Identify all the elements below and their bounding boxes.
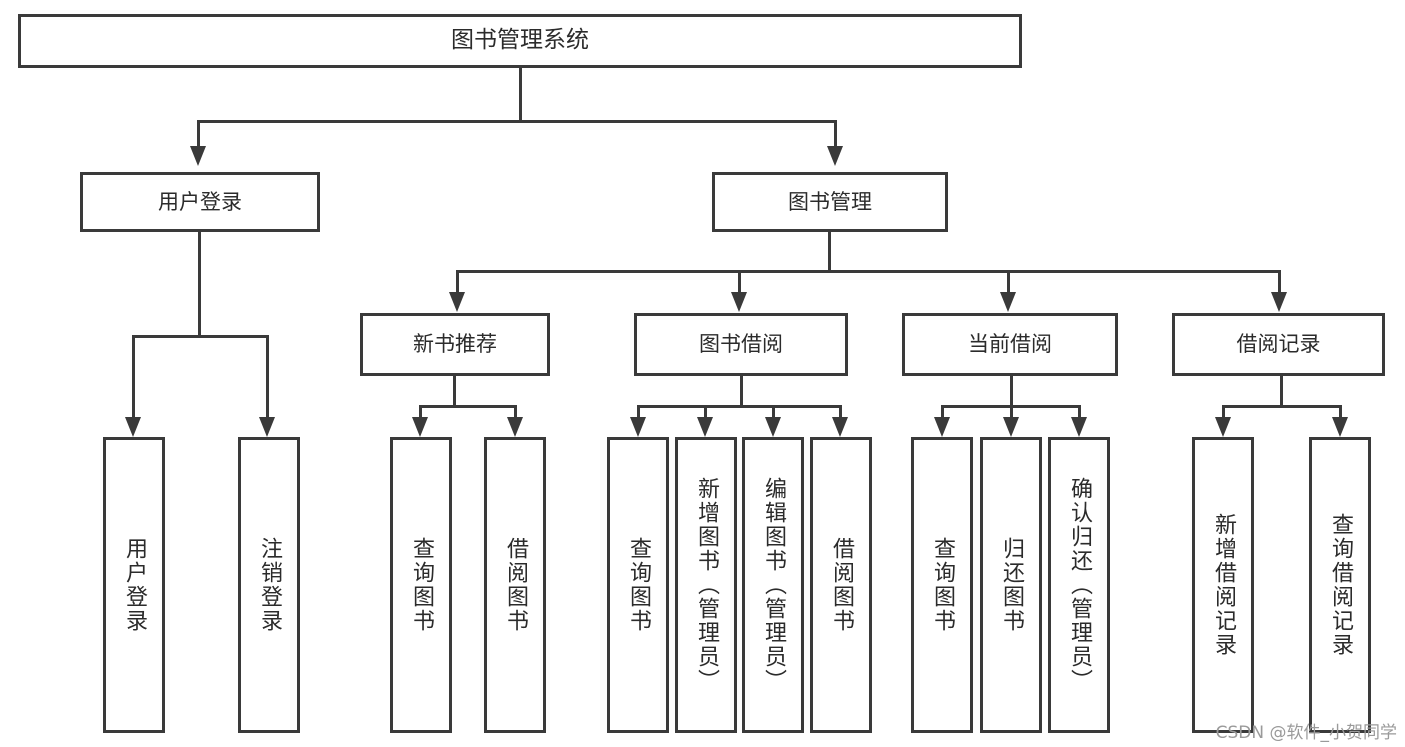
node-leaf-query-book-1-label: 查询图书 (408, 537, 434, 633)
connector-root-bar (197, 120, 837, 123)
connector-book-manage-drop-2 (738, 270, 741, 292)
connector-nbr-drop-2 (514, 405, 517, 417)
connector-cb-drop-2 (1010, 405, 1013, 417)
node-leaf-borrow-book-1-label: 借阅图书 (502, 537, 528, 633)
node-leaf-borrow-book-2-label: 借阅图书 (828, 537, 854, 633)
node-book-borrow-label: 图书借阅 (699, 332, 783, 357)
node-leaf-query-book-3-label: 查询图书 (929, 537, 955, 633)
arrow-icon-book-borrow (731, 292, 747, 312)
node-leaf-query-book-2[interactable]: 查询图书 (607, 437, 669, 733)
node-leaf-query-book-2-label: 查询图书 (625, 537, 651, 633)
connector-user-login-drop-2 (266, 335, 269, 417)
connector-bb-drop-4 (839, 405, 842, 417)
node-book-manage-label: 图书管理 (788, 189, 872, 214)
node-user-login-label: 用户登录 (158, 189, 242, 214)
connector-nbr-drop-1 (419, 405, 422, 417)
node-root[interactable]: 图书管理系统 (18, 14, 1022, 68)
arrow-icon-leaf-return-book (1003, 417, 1019, 437)
node-leaf-query-book-1[interactable]: 查询图书 (390, 437, 452, 733)
node-leaf-user-login[interactable]: 用户登录 (103, 437, 165, 733)
node-leaf-borrow-book-1[interactable]: 借阅图书 (484, 437, 546, 733)
arrow-icon-leaf-query-record (1332, 417, 1348, 437)
connector-book-borrow-bar (637, 405, 842, 408)
node-leaf-borrow-book-2[interactable]: 借阅图书 (810, 437, 872, 733)
connector-root-to-book-manage (834, 120, 837, 146)
connector-borrow-record-stem (1280, 376, 1283, 405)
arrow-icon-leaf-add-record (1215, 417, 1231, 437)
connector-cb-drop-3 (1078, 405, 1081, 417)
node-leaf-return-book[interactable]: 归还图书 (980, 437, 1042, 733)
node-leaf-user-logout[interactable]: 注销登录 (238, 437, 300, 733)
node-root-label: 图书管理系统 (451, 27, 589, 54)
connector-user-login-bar (132, 335, 269, 338)
node-leaf-query-record-label: 查询借阅记录 (1327, 513, 1353, 657)
node-leaf-query-record[interactable]: 查询借阅记录 (1309, 437, 1371, 733)
connector-cb-drop-1 (941, 405, 944, 417)
node-leaf-confirm-return[interactable]: 确认归还（管理员） (1048, 437, 1110, 733)
connector-current-borrow-stem (1010, 376, 1013, 405)
node-current-borrow-label: 当前借阅 (968, 332, 1052, 357)
node-new-book-recommend[interactable]: 新书推荐 (360, 313, 550, 376)
node-leaf-user-login-label: 用户登录 (121, 537, 147, 633)
node-leaf-edit-book-label: 编辑图书（管理员） (760, 477, 786, 693)
node-user-login[interactable]: 用户登录 (80, 172, 320, 232)
node-book-borrow[interactable]: 图书借阅 (634, 313, 848, 376)
connector-br-drop-1 (1222, 405, 1225, 417)
node-borrow-record-label: 借阅记录 (1236, 332, 1321, 357)
arrow-icon-leaf-add-book (697, 417, 713, 437)
connector-new-book-recommend-bar (419, 405, 517, 408)
arrow-icon-borrow-record (1271, 292, 1287, 312)
node-leaf-add-record-label: 新增借阅记录 (1210, 513, 1236, 657)
arrow-icon-current-borrow (1000, 292, 1016, 312)
connector-bb-drop-3 (772, 405, 775, 417)
arrow-icon-root-book-manage (827, 146, 843, 166)
node-borrow-record[interactable]: 借阅记录 (1172, 313, 1385, 376)
node-leaf-query-book-3[interactable]: 查询图书 (911, 437, 973, 733)
connector-book-manage-drop-3 (1007, 270, 1010, 292)
node-leaf-add-book-label: 新增图书（管理员） (693, 477, 719, 693)
connector-borrow-record-bar (1222, 405, 1342, 408)
arrow-icon-leaf-edit-book (765, 417, 781, 437)
arrow-icon-new-book-recommend (449, 292, 465, 312)
node-leaf-confirm-return-label: 确认归还（管理员） (1066, 477, 1092, 693)
node-leaf-user-logout-label: 注销登录 (256, 537, 282, 633)
connector-new-book-recommend-stem (453, 376, 456, 405)
node-leaf-add-book[interactable]: 新增图书（管理员） (675, 437, 737, 733)
arrow-icon-root-user-login (190, 146, 206, 166)
arrow-icon-leaf-query-book-1 (412, 417, 428, 437)
node-leaf-edit-book[interactable]: 编辑图书（管理员） (742, 437, 804, 733)
connector-book-manage-bar (456, 270, 1281, 273)
connector-bb-drop-1 (637, 405, 640, 417)
arrow-icon-leaf-user-login (125, 417, 141, 437)
node-new-book-recommend-label: 新书推荐 (413, 332, 497, 357)
connector-bb-drop-2 (704, 405, 707, 417)
arrow-icon-leaf-query-book-3 (934, 417, 950, 437)
arrow-icon-leaf-confirm-return (1071, 417, 1087, 437)
node-leaf-add-record[interactable]: 新增借阅记录 (1192, 437, 1254, 733)
node-current-borrow[interactable]: 当前借阅 (902, 313, 1118, 376)
connector-root-to-user-login (197, 120, 200, 146)
arrow-icon-leaf-user-logout (259, 417, 275, 437)
arrow-icon-leaf-borrow-book-2 (832, 417, 848, 437)
node-book-manage[interactable]: 图书管理 (712, 172, 948, 232)
node-leaf-return-book-label: 归还图书 (998, 537, 1024, 633)
connector-br-drop-2 (1339, 405, 1342, 417)
arrow-icon-leaf-borrow-book-1 (507, 417, 523, 437)
connector-book-manage-stem (828, 232, 831, 270)
arrow-icon-leaf-query-book-2 (630, 417, 646, 437)
connector-root-stem (519, 68, 522, 120)
connector-user-login-drop-1 (132, 335, 135, 417)
connector-book-manage-drop-4 (1278, 270, 1281, 292)
connector-book-borrow-stem (740, 376, 743, 405)
connector-user-login-stem (198, 232, 201, 335)
connector-book-manage-drop-1 (456, 270, 459, 292)
